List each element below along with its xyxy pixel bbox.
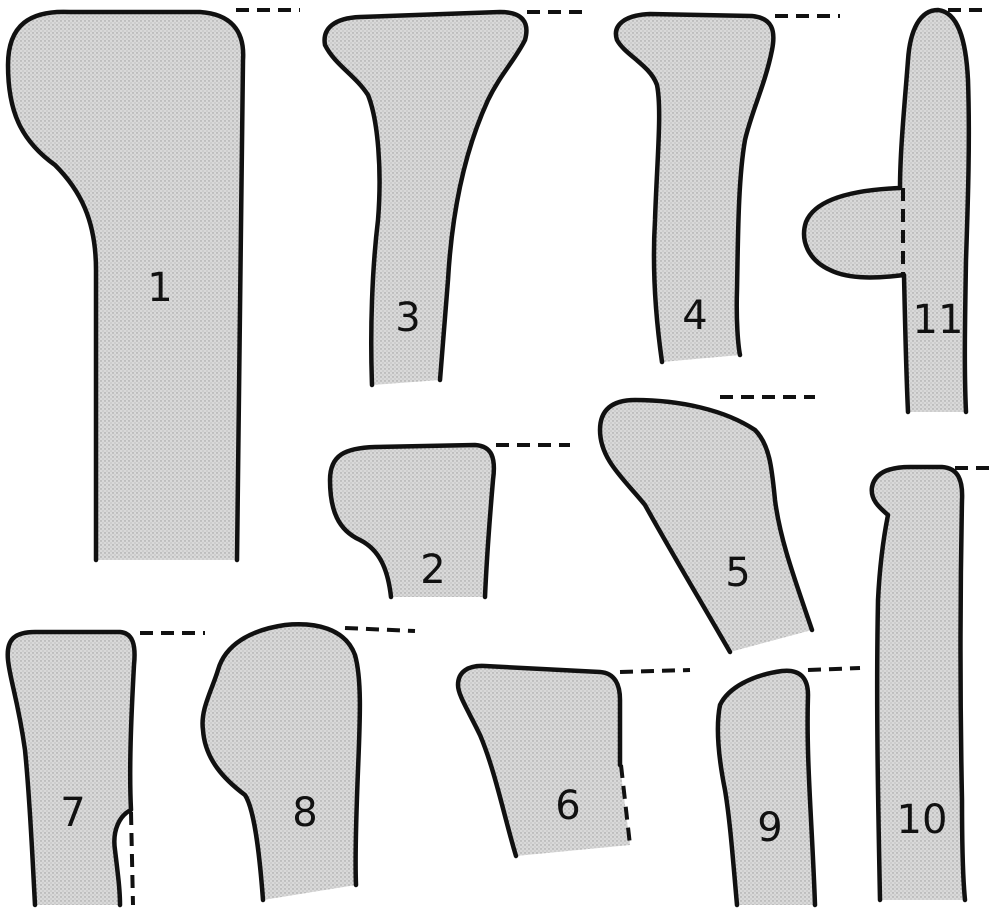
figure-2-label: 2	[420, 547, 445, 593]
figure-8-label: 8	[292, 790, 317, 836]
figure-2: 2	[330, 445, 570, 597]
figure-11-label: 11	[913, 297, 964, 343]
figure-4-label: 4	[682, 293, 707, 339]
figure-7-label: 7	[60, 790, 85, 836]
figure-5-label: 5	[725, 550, 750, 596]
figure-6: 6	[458, 666, 690, 856]
figure-7: 7	[8, 632, 205, 905]
figure-1-label: 1	[147, 265, 172, 311]
figure-3-label: 3	[395, 295, 420, 341]
figure-10-label: 10	[897, 797, 948, 843]
figure-9: 9	[718, 668, 860, 905]
figure-5: 5	[600, 397, 815, 652]
figure-8: 8	[203, 624, 415, 900]
figure-4: 4	[616, 14, 840, 362]
figure-6-label: 6	[555, 783, 580, 829]
figure-3: 3	[325, 12, 590, 385]
figure-1: 1	[8, 10, 300, 560]
figure-11: 11	[804, 10, 990, 412]
figure-10: 10	[872, 467, 990, 900]
figure-9-label: 9	[757, 805, 782, 851]
